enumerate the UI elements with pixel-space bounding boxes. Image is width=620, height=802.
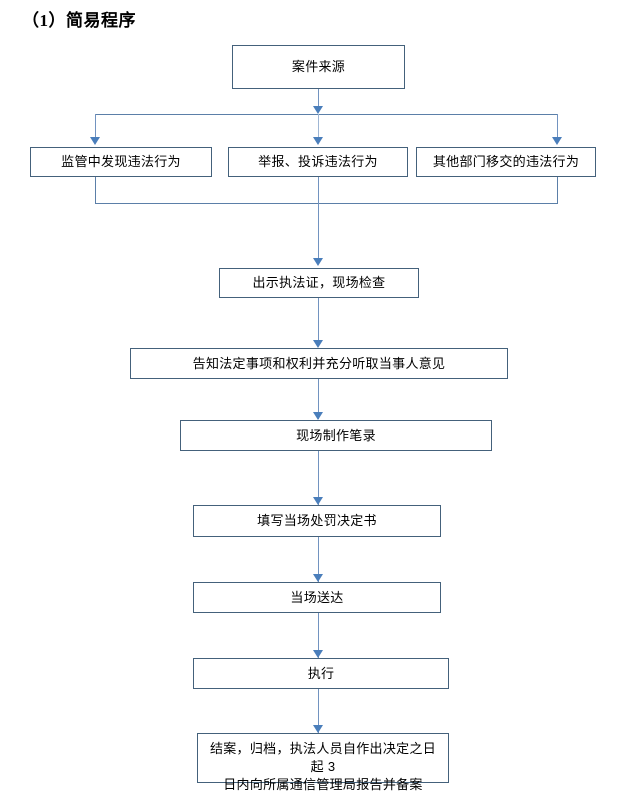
- page-title: （1）简易程序: [22, 11, 136, 30]
- arrow-to-branch1: [90, 137, 100, 145]
- node-fill-penalty-decision-label: 填写当场处罚决定书: [257, 513, 377, 528]
- connector-inspect-to-inform: [318, 298, 319, 346]
- arrow-to-decision: [313, 497, 323, 505]
- connector-drop-branch2: [318, 114, 319, 139]
- node-close-and-file-line2: 日内向所属通信管理局报告并备案: [223, 777, 423, 792]
- arrow-to-inform: [313, 340, 323, 348]
- node-branch-complaint-label: 举报、投诉违法行为: [258, 154, 378, 169]
- connector-merge-right-stem: [557, 177, 558, 203]
- arrow-to-branch2: [313, 137, 323, 145]
- node-close-and-file[interactable]: 结案，归档，执法人员自作出决定之日起 3 日内向所属通信管理局报告并备案: [197, 733, 449, 792]
- node-branch-supervision-label: 监管中发现违法行为: [61, 154, 181, 169]
- node-deliver-on-site[interactable]: 当场送达: [193, 582, 441, 613]
- node-case-source[interactable]: 案件来源: [232, 45, 405, 89]
- connector-distribution-line: [95, 114, 558, 115]
- node-fill-penalty-decision[interactable]: 填写当场处罚决定书: [193, 505, 441, 537]
- arrow-to-inspect: [313, 258, 323, 266]
- node-deliver-on-site-label: 当场送达: [290, 589, 344, 605]
- arrow-to-record: [313, 412, 323, 420]
- node-execute-label: 执行: [307, 665, 335, 681]
- connector-drop-branch3: [557, 114, 558, 139]
- arrow-to-branch3: [552, 137, 562, 145]
- connector-source-stem: [318, 89, 319, 108]
- node-inform-rights-label: 告知法定事项和权利并充分听取当事人意见: [192, 355, 446, 371]
- connector-deliver-to-execute: [318, 613, 319, 658]
- connector-merge-to-inspect: [318, 177, 319, 261]
- node-show-credentials[interactable]: 出示执法证，现场检查: [219, 268, 419, 298]
- connector-drop-branch1: [95, 114, 96, 139]
- node-show-credentials-label: 出示执法证，现场检查: [252, 275, 386, 290]
- arrow-to-deliver: [313, 574, 323, 582]
- connector-merge-left-stem: [95, 177, 96, 203]
- connector-decision-to-deliver: [318, 537, 319, 582]
- connector-merge-line: [95, 203, 558, 204]
- node-execute[interactable]: 执行: [193, 658, 449, 689]
- node-make-record-label: 现场制作笔录: [296, 427, 376, 443]
- arrow-to-execute: [313, 650, 323, 658]
- node-make-record[interactable]: 现场制作笔录: [180, 420, 492, 451]
- node-inform-rights[interactable]: 告知法定事项和权利并充分听取当事人意见: [130, 348, 508, 379]
- node-branch-transfer[interactable]: 其他部门移交的违法行为: [416, 147, 596, 177]
- arrow-to-close: [313, 725, 323, 733]
- connector-inform-to-record: [318, 379, 319, 419]
- connector-execute-to-close: [318, 689, 319, 733]
- connector-record-to-decision: [318, 451, 319, 505]
- arrow-source-to-distributor: [313, 106, 323, 114]
- node-close-and-file-line1: 结案，归档，执法人员自作出决定之日起 3: [209, 741, 437, 774]
- node-branch-complaint[interactable]: 举报、投诉违法行为: [228, 147, 408, 177]
- node-case-source-label: 案件来源: [291, 59, 346, 74]
- node-branch-supervision[interactable]: 监管中发现违法行为: [30, 147, 212, 177]
- node-branch-transfer-label: 其他部门移交的违法行为: [432, 154, 580, 169]
